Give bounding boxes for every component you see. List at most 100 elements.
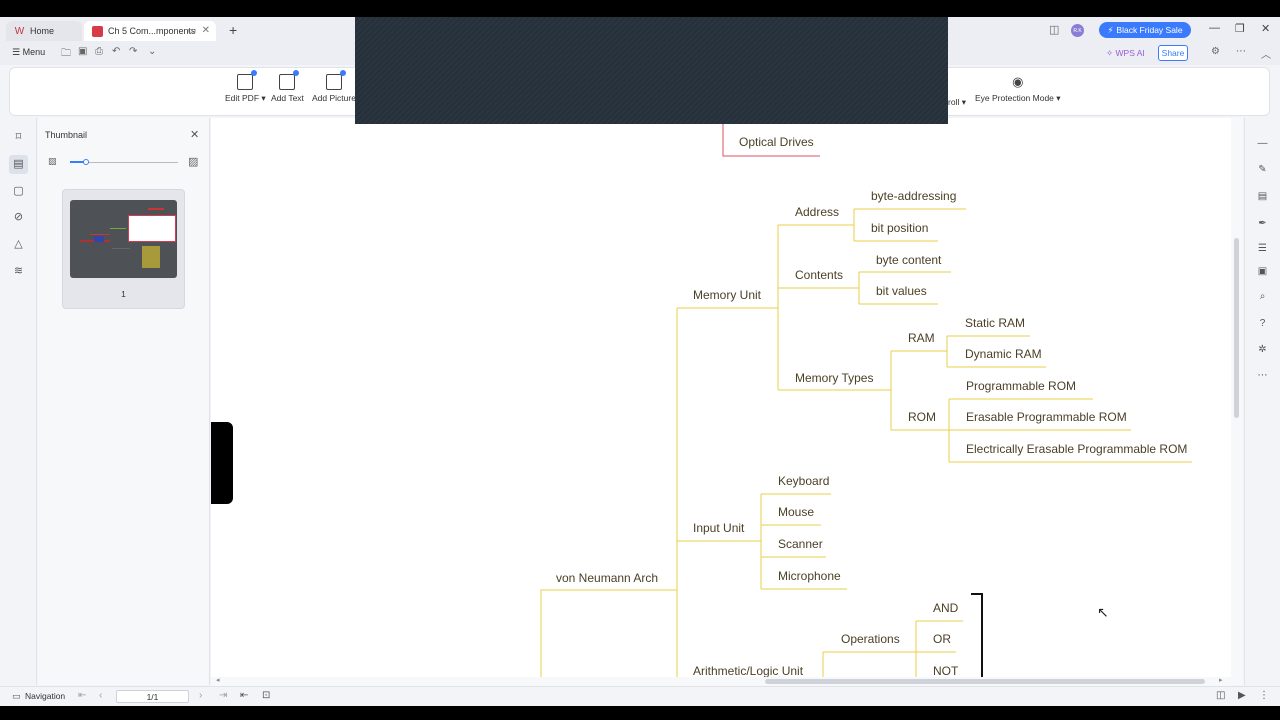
- node-address[interactable]: Address: [795, 205, 839, 219]
- navigation-label[interactable]: Navigation: [25, 691, 66, 701]
- close-icon[interactable]: ✕: [190, 129, 200, 141]
- edit-icon[interactable]: ✎: [1258, 164, 1267, 175]
- tab-home[interactable]: W Home: [6, 21, 82, 41]
- thumbnail-page-number: 1: [121, 289, 126, 299]
- thumbnail-icon[interactable]: ▤: [9, 155, 28, 174]
- node-alu[interactable]: Arithmetic/Logic Unit: [693, 664, 804, 677]
- node-byte-content[interactable]: byte content: [876, 253, 942, 267]
- collapse-chevron-icon[interactable]: ︿: [1261, 50, 1271, 61]
- document-canvas[interactable]: Optical Drives von Neumann Arch Memory U…: [211, 118, 1231, 677]
- horizontal-scrollbar[interactable]: ◂ ▸: [211, 677, 1231, 686]
- node-microphone[interactable]: Microphone: [778, 569, 841, 583]
- chevron-down-icon[interactable]: ⌄: [148, 46, 157, 57]
- more-options-icon[interactable]: ⋯: [1236, 46, 1246, 57]
- node-programmable-rom[interactable]: Programmable ROM: [966, 379, 1076, 393]
- floating-side-handle[interactable]: [211, 422, 233, 504]
- settings-gear-icon[interactable]: ⚙: [1211, 46, 1220, 57]
- open-folder-icon[interactable]: 🗀: [61, 48, 71, 59]
- node-memory-types[interactable]: Memory Types: [795, 371, 873, 385]
- node-mouse[interactable]: Mouse: [778, 505, 814, 519]
- node-optical-drives[interactable]: Optical Drives: [739, 135, 814, 149]
- node-byte-addressing[interactable]: byte-addressing: [871, 189, 956, 203]
- restore-icon[interactable]: ❐: [1235, 23, 1245, 35]
- share-button[interactable]: Share: [1158, 45, 1188, 61]
- black-friday-button[interactable]: ⚡ Black Friday Sale: [1099, 22, 1191, 38]
- signature-icon[interactable]: △: [14, 238, 23, 250]
- add-picture-button[interactable]: Add Picture: [312, 70, 356, 103]
- last-page-icon[interactable]: ⇥: [219, 690, 228, 701]
- document-icon[interactable]: ▤: [1257, 191, 1268, 202]
- node-operations[interactable]: Operations: [841, 632, 900, 646]
- add-text-button[interactable]: Add Text: [271, 70, 304, 103]
- plugin-icon[interactable]: ✲: [1258, 344, 1267, 355]
- node-and[interactable]: AND: [933, 601, 959, 615]
- thumbnail-zoom-slider[interactable]: [70, 159, 178, 165]
- node-rom[interactable]: ROM: [908, 410, 936, 424]
- fit-page-icon[interactable]: ⊡: [262, 690, 271, 701]
- scroll-right-icon[interactable]: ▸: [1219, 677, 1223, 684]
- edit-pdf-label: Edit PDF: [225, 93, 260, 103]
- rotate-back-icon[interactable]: ⇤: [240, 690, 249, 701]
- layers-icon[interactable]: ≋: [13, 265, 24, 277]
- page-number-input[interactable]: 1/1: [116, 690, 189, 703]
- node-dynamic-ram[interactable]: Dynamic RAM: [965, 347, 1042, 361]
- undo-icon[interactable]: ↶: [112, 46, 121, 57]
- search-icon[interactable]: ⌕: [1259, 291, 1266, 302]
- node-input-unit[interactable]: Input Unit: [693, 521, 745, 535]
- previous-page-icon[interactable]: ‹: [99, 690, 103, 701]
- node-erasable-programmable-rom[interactable]: Erasable Programmable ROM: [966, 410, 1127, 424]
- columns-icon[interactable]: ☰: [1258, 243, 1267, 254]
- save-icon[interactable]: ▣: [78, 46, 88, 57]
- new-tab-plus-icon[interactable]: +: [229, 22, 238, 38]
- tab-close-icon[interactable]: ✕: [201, 25, 210, 36]
- edit-pdf-button[interactable]: Edit PDF ▾: [225, 70, 266, 104]
- close-window-icon[interactable]: ✕: [1261, 23, 1271, 35]
- zoom-out-image-icon[interactable]: ▨: [48, 156, 57, 166]
- scroll-left-icon[interactable]: ◂: [216, 677, 220, 684]
- redo-icon[interactable]: ↷: [129, 46, 138, 57]
- read-mode-icon[interactable]: ◫: [1216, 690, 1226, 701]
- node-keyboard[interactable]: Keyboard: [778, 474, 829, 488]
- node-memory-unit[interactable]: Memory Unit: [693, 288, 762, 302]
- node-scanner[interactable]: Scanner: [778, 537, 823, 551]
- eye-protection-button[interactable]: ◉ Eye Protection Mode ▾: [975, 74, 1061, 104]
- node-contents[interactable]: Contents: [795, 268, 843, 282]
- bookmark-icon[interactable]: ⌑: [15, 131, 22, 143]
- page-thumbnail[interactable]: 1: [62, 189, 185, 309]
- scroll-mode-button[interactable]: roll ▾: [948, 97, 966, 108]
- menu-button[interactable]: ☰ Menu: [12, 47, 45, 58]
- horizontal-scrollbar-thumb[interactable]: [765, 679, 1205, 684]
- next-page-icon[interactable]: ›: [199, 690, 203, 701]
- node-or[interactable]: OR: [933, 632, 951, 646]
- play-icon[interactable]: ▶: [1238, 690, 1246, 701]
- zoom-in-image-icon[interactable]: ▨: [188, 156, 199, 168]
- tab-document[interactable]: Ch 5 Com...mponents ▭ ✕: [84, 21, 216, 41]
- node-bit-position[interactable]: bit position: [871, 221, 928, 235]
- comment-icon[interactable]: ▢: [13, 185, 24, 197]
- navigation-icon[interactable]: ▭: [12, 691, 21, 701]
- node-bit-values[interactable]: bit values: [876, 284, 927, 298]
- tab-window-icon[interactable]: ▭: [187, 25, 196, 35]
- save-copy-icon[interactable]: ▣: [1257, 266, 1268, 277]
- node-static-ram[interactable]: Static RAM: [965, 316, 1025, 330]
- minus-icon[interactable]: —: [1257, 138, 1268, 149]
- avatar[interactable]: R.K: [1071, 24, 1084, 37]
- node-electrically-erasable-programmable-rom[interactable]: Electrically Erasable Programmable ROM: [966, 442, 1187, 456]
- mind-map: Optical Drives von Neumann Arch Memory U…: [540, 118, 1192, 677]
- vertical-scrollbar[interactable]: [1231, 118, 1243, 685]
- reading-mode-icon[interactable]: ◫: [1049, 24, 1060, 36]
- node-ram[interactable]: RAM: [908, 331, 935, 345]
- node-von-neumann[interactable]: von Neumann Arch: [556, 571, 658, 585]
- print-icon[interactable]: ⎙: [95, 46, 103, 57]
- more-icon[interactable]: ⋯: [1257, 370, 1268, 381]
- node-not[interactable]: NOT: [933, 664, 959, 677]
- help-icon[interactable]: ?: [1259, 318, 1266, 329]
- attachment-icon[interactable]: ⊘: [13, 211, 24, 223]
- pen-icon[interactable]: ✒: [1258, 218, 1267, 229]
- vertical-scrollbar-thumb[interactable]: [1234, 238, 1239, 418]
- first-page-icon[interactable]: ⇤: [78, 690, 87, 701]
- zoom-slider-handle[interactable]: [83, 159, 90, 165]
- minimize-icon[interactable]: —: [1209, 22, 1220, 34]
- wps-ai-button[interactable]: ✧ WPS AI: [1106, 48, 1145, 59]
- view-options-icon[interactable]: ⋮: [1259, 690, 1269, 701]
